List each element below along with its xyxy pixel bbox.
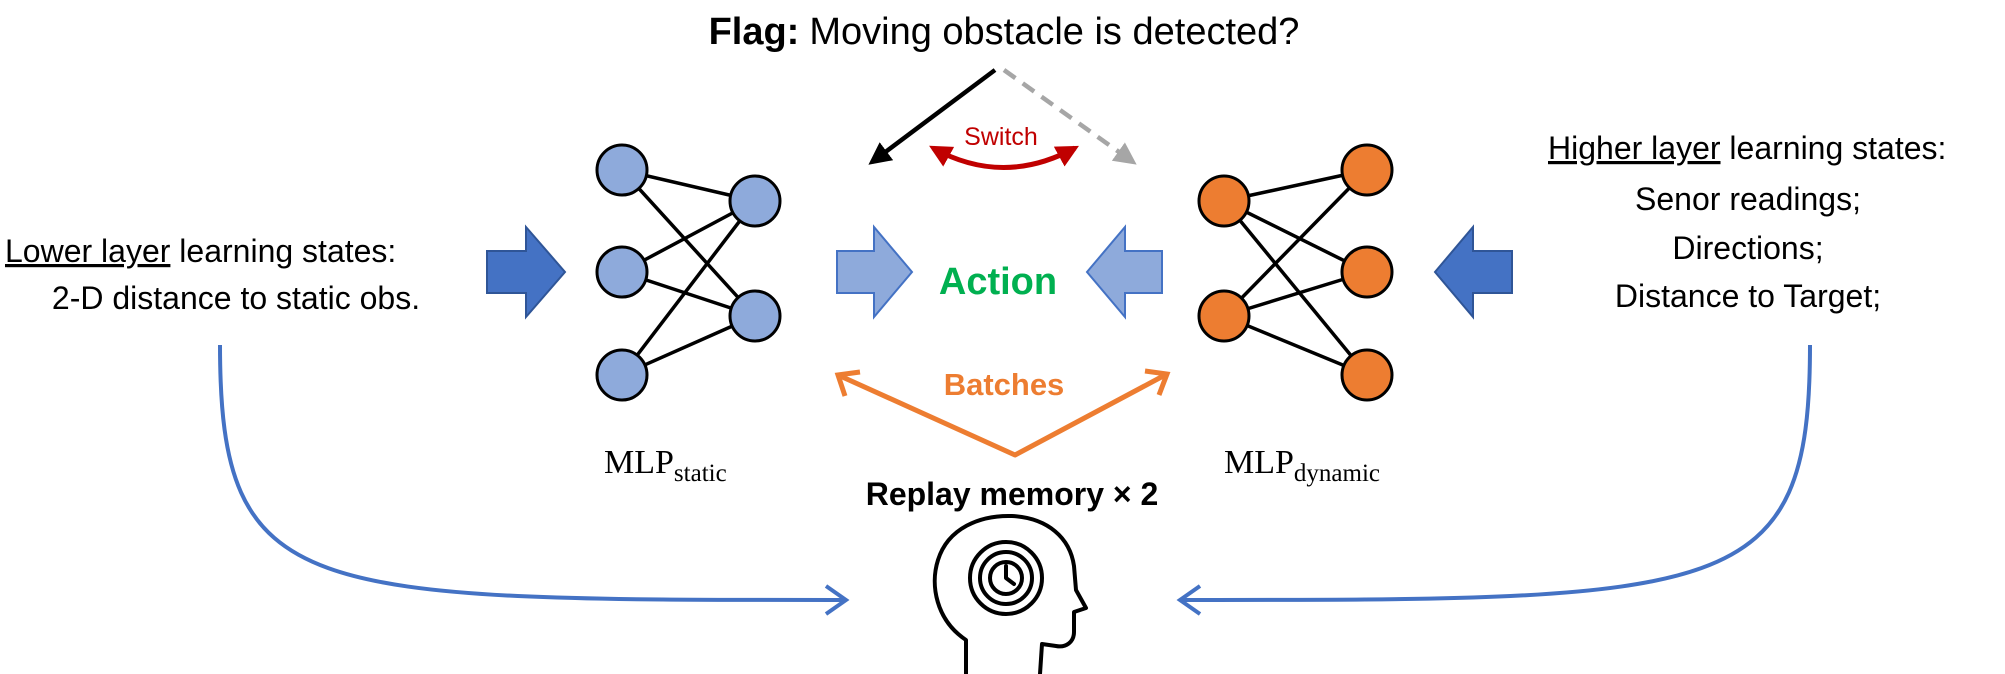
- lower-layer-title: Lower layer learning states:: [5, 233, 396, 269]
- flag-title: Flag:Moving obstacle is detected?: [709, 11, 1300, 53]
- dynamic-output-node-1: [1340, 143, 1394, 197]
- flag-label: Flag:: [709, 11, 800, 53]
- higher-layer-rest: learning states:: [1721, 130, 1947, 166]
- mlp-static-network: [595, 143, 782, 402]
- higher-input-arrow: [1433, 224, 1513, 320]
- action-label: Action: [939, 261, 1057, 303]
- static-input-node-2: [595, 245, 649, 299]
- higher-layer-item-1: Senor readings;: [1635, 181, 1861, 217]
- lower-layer-underlined: Lower layer: [5, 233, 171, 269]
- batches-label: Batches: [944, 367, 1065, 402]
- lower-flow-arrowhead: [824, 584, 850, 616]
- static-output-node-1: [728, 174, 782, 228]
- lower-flow-curve: [218, 344, 847, 602]
- brain-memory-icon: [932, 513, 1088, 674]
- higher-flow-curve: [1179, 344, 1812, 602]
- mlp-static-label: MLPstatic: [604, 444, 727, 487]
- batches-arrowhead-left: [834, 369, 861, 397]
- lower-input-arrow: [486, 224, 567, 320]
- replay-memory-label: Replay memory × 2: [866, 476, 1159, 512]
- switch-arrow: [929, 145, 1079, 170]
- static-output-node-2: [728, 289, 782, 343]
- static-input-node-3: [595, 348, 649, 402]
- mlp-dynamic-network: [1197, 143, 1394, 402]
- lower-layer-rest: learning states:: [170, 233, 396, 269]
- lower-layer-detail: 2-D distance to static obs.: [52, 280, 420, 316]
- mlp-dynamic-subscript: dynamic: [1294, 460, 1380, 487]
- static-input-node-1: [595, 143, 649, 197]
- flag-arrow-dynamic: [1002, 68, 1137, 165]
- static-action-arrow: [836, 224, 914, 320]
- higher-layer-item-3: Distance to Target;: [1615, 278, 1881, 314]
- higher-layer-underlined: Higher layer: [1548, 130, 1721, 166]
- flag-question: Moving obstacle is detected?: [809, 11, 1299, 53]
- dynamic-output-node-3: [1340, 348, 1394, 402]
- higher-layer-title: Higher layer learning states:: [1548, 130, 1946, 166]
- dynamic-input-node-1: [1197, 174, 1251, 228]
- higher-layer-item-2: Directions;: [1672, 230, 1823, 266]
- switch-label: Switch: [964, 123, 1038, 151]
- higher-flow-arrowhead: [1176, 584, 1202, 616]
- flag-arrow-static: [868, 68, 997, 165]
- dynamic-action-arrow: [1085, 224, 1163, 320]
- dynamic-output-node-2: [1340, 245, 1394, 299]
- batches-arrowhead-right: [1144, 368, 1171, 396]
- mlp-static-subscript: static: [674, 460, 727, 487]
- batches-arrow: [836, 371, 1169, 458]
- mlp-dynamic-label: MLPdynamic: [1224, 444, 1380, 487]
- dynamic-input-node-2: [1197, 289, 1251, 343]
